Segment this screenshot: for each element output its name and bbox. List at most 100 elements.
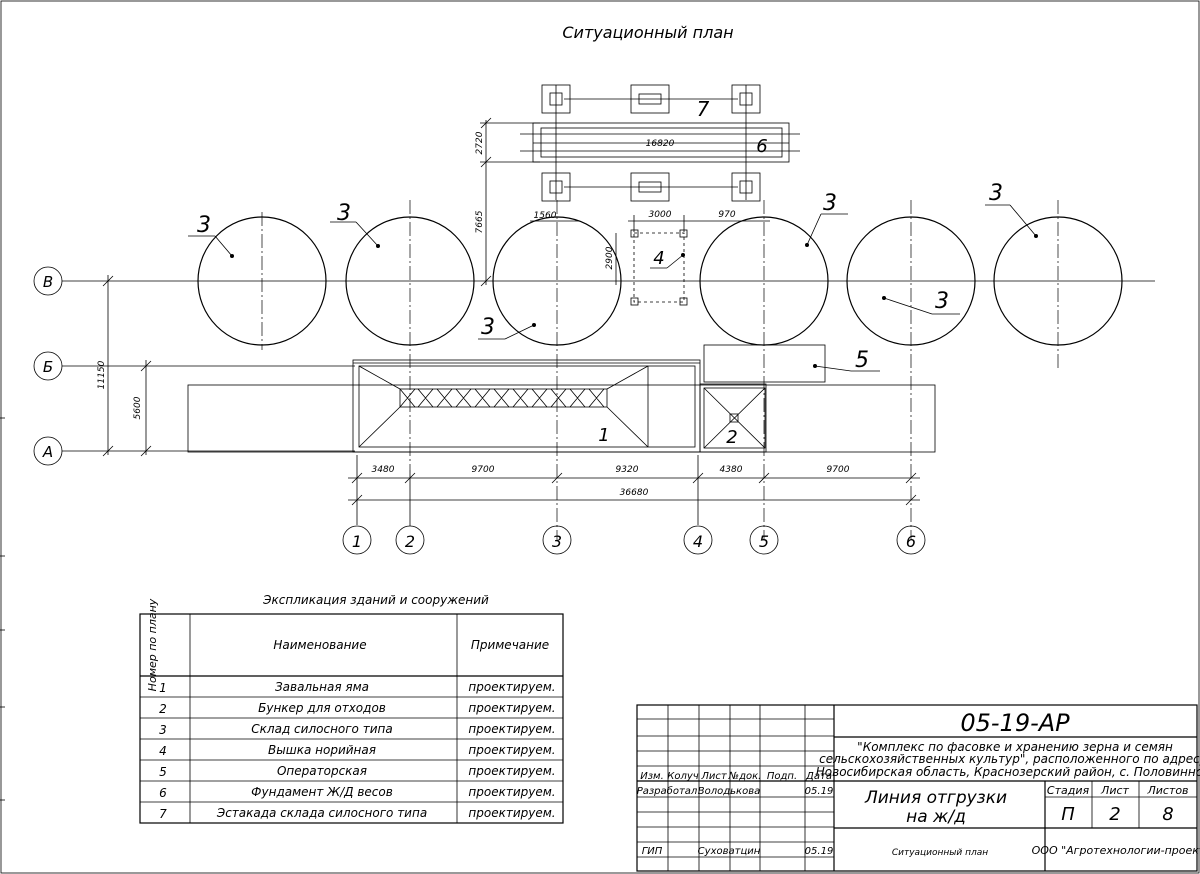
- stamp-h-kol: Колуч: [667, 771, 699, 782]
- stamp-object-1: Линия отгрузки: [864, 788, 1007, 808]
- svg-text:9700: 9700: [827, 465, 850, 475]
- explication-title: Экспликация зданий и сооружений: [262, 593, 489, 607]
- stamp-code: 05-19-АР: [960, 709, 1070, 737]
- stamp-project-2: сельскохозяйственных культур", расположе…: [819, 752, 1200, 766]
- svg-text:проектируем.: проектируем.: [468, 785, 555, 799]
- stamp-org: ООО "Агротехнологии-проект": [1032, 844, 1200, 857]
- silo-2: 3: [330, 200, 475, 470]
- svg-text:Б: Б: [43, 358, 53, 376]
- receiving-pit: 1: [358, 365, 649, 448]
- rail-overpass: 7: [541, 84, 761, 202]
- explication-head-num: Номер по плану: [146, 598, 159, 691]
- silo-5: 3: [846, 200, 976, 540]
- svg-text:5: 5: [855, 348, 869, 373]
- svg-text:3: 3: [823, 191, 837, 216]
- svg-text:36680: 36680: [620, 488, 649, 498]
- silo-4: 3: [699, 191, 848, 540]
- explication-head-name: Наименование: [273, 638, 366, 652]
- dim-row-av: 11150: [97, 275, 114, 457]
- svg-text:3: 3: [989, 181, 1003, 206]
- axis-col-4: 4: [683, 525, 713, 555]
- svg-text:Фундамент Ж/Д весов: Фундамент Ж/Д весов: [251, 785, 393, 799]
- svg-text:6: 6: [756, 136, 767, 157]
- svg-text:Эстакада склада силосного типа: Эстакада склада силосного типа: [216, 806, 427, 820]
- svg-text:2: 2: [159, 702, 167, 716]
- axis-row-a: А: [33, 436, 355, 466]
- svg-text:2900: 2900: [605, 246, 615, 269]
- svg-text:2720: 2720: [475, 131, 485, 154]
- title-block: [636, 704, 1198, 872]
- operator-room: 5: [703, 344, 880, 383]
- svg-text:2: 2: [726, 427, 737, 448]
- silo-1: 3: [188, 212, 327, 350]
- stamp-h-sheets: Листов: [1146, 784, 1188, 797]
- stamp-sheet: 2: [1109, 804, 1120, 825]
- svg-text:4380: 4380: [720, 465, 743, 475]
- axis-col-2: 2: [395, 470, 425, 555]
- svg-text:6: 6: [159, 786, 167, 800]
- axis-row-v: В: [33, 266, 1155, 296]
- svg-text:Номер по плану: Номер по плану: [146, 598, 159, 691]
- svg-text:6: 6: [906, 532, 916, 551]
- stamp-h-podp: Подп.: [767, 771, 797, 782]
- svg-text:7665: 7665: [475, 210, 485, 233]
- sheet-title: Ситуационный план: [562, 23, 733, 42]
- stamp-sheets: 8: [1162, 804, 1173, 825]
- axis-col-6: 6: [896, 525, 926, 555]
- gallery-block: [187, 359, 936, 453]
- svg-text:проектируем.: проектируем.: [468, 680, 555, 694]
- stamp-h-izm: Изм.: [640, 771, 664, 782]
- axis-col-1: 1: [342, 525, 372, 555]
- svg-text:А: А: [42, 443, 53, 461]
- svg-text:3: 3: [481, 315, 495, 340]
- stamp-r1-date: 05.19: [805, 786, 834, 797]
- svg-text:5: 5: [159, 765, 167, 779]
- svg-text:4: 4: [159, 744, 167, 758]
- svg-text:В: В: [43, 273, 53, 291]
- dim-row-ab: 5600: [133, 360, 152, 457]
- svg-text:3000: 3000: [649, 210, 672, 220]
- svg-text:5600: 5600: [133, 396, 143, 419]
- svg-text:9700: 9700: [472, 465, 495, 475]
- stamp-h-data: Дата: [805, 771, 832, 782]
- silo-3: 3: [478, 200, 622, 540]
- stamp-stage: П: [1061, 804, 1075, 825]
- explication-head-note: Примечание: [471, 638, 549, 652]
- stamp-drawing-name: Ситуационный план: [892, 848, 988, 858]
- svg-text:проектируем.: проектируем.: [468, 743, 555, 757]
- svg-text:3: 3: [552, 532, 562, 551]
- svg-text:4: 4: [693, 532, 703, 551]
- svg-text:Вышка норийная: Вышка норийная: [268, 743, 376, 757]
- svg-text:9320: 9320: [616, 465, 639, 475]
- stamp-r1-name: Володькова: [698, 786, 760, 797]
- svg-text:7: 7: [697, 97, 710, 121]
- stamp-r1-role: Разработал: [637, 785, 698, 797]
- svg-text:Бункер для отходов: Бункер для отходов: [258, 701, 386, 715]
- explication-table: Номер по плану Наименование Примечание 1…: [139, 598, 564, 824]
- stamp-object-2: на ж/д: [906, 807, 966, 827]
- svg-text:3: 3: [337, 201, 351, 226]
- svg-text:1560: 1560: [534, 211, 557, 221]
- silo-6: 3: [985, 181, 1123, 370]
- stamp-h-ndok: №док.: [728, 771, 762, 782]
- stamp-r2-date: 05.19: [805, 846, 834, 857]
- svg-text:проектируем.: проектируем.: [468, 701, 555, 715]
- svg-text:1: 1: [352, 532, 362, 551]
- svg-text:970: 970: [718, 210, 735, 220]
- svg-text:проектируем.: проектируем.: [468, 722, 555, 736]
- stamp-r2-role: ГИП: [642, 846, 663, 857]
- svg-text:2: 2: [405, 532, 415, 551]
- waste-bunker: 2: [703, 387, 766, 449]
- axis-col-3: 3: [542, 525, 572, 555]
- svg-text:3480: 3480: [372, 465, 395, 475]
- svg-text:4: 4: [653, 248, 664, 269]
- svg-text:проектируем.: проектируем.: [468, 764, 555, 778]
- stamp-project-3: Новосибирская область, Краснозерский рай…: [816, 765, 1200, 779]
- rail-scale-foundation: 16820 6: [520, 122, 800, 163]
- stamp-r2-name: Суховатцин: [698, 846, 761, 857]
- stamp-h-stage: Стадия: [1047, 784, 1090, 797]
- svg-text:5: 5: [759, 532, 769, 551]
- svg-text:16820: 16820: [646, 139, 675, 149]
